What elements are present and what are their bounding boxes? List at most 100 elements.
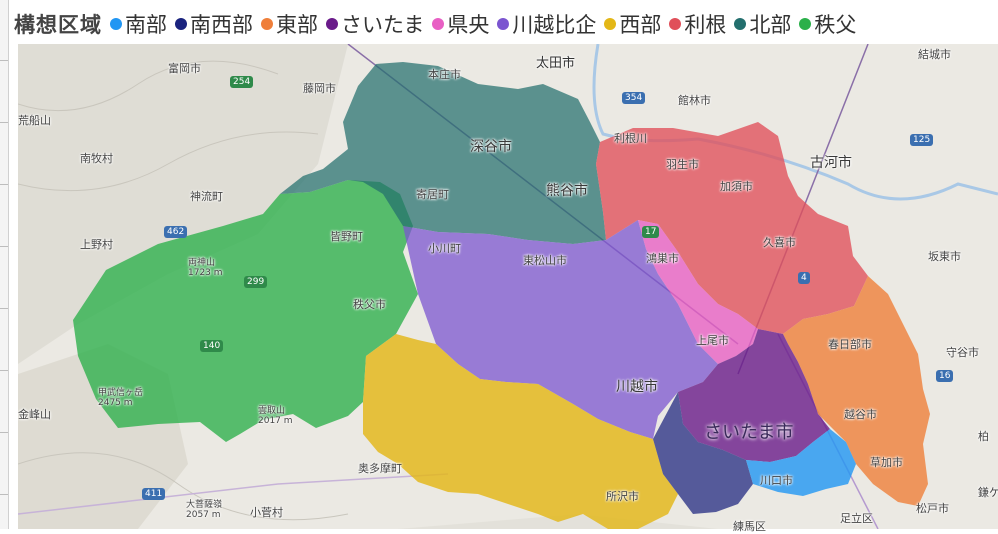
place-label: 古河市 xyxy=(810,155,852,171)
highway-line xyxy=(18,473,449,515)
place-label: 金峰山 xyxy=(18,408,51,421)
place-label: 大菩薩嶺 2057 m xyxy=(186,500,223,520)
legend-dot-icon xyxy=(110,18,122,30)
route-shield-icon: 462 xyxy=(164,226,188,238)
place-label: 川口市 xyxy=(760,474,793,487)
place-label: さいたま市 xyxy=(704,422,794,443)
legend-dot-icon xyxy=(175,18,187,30)
legend-label: 利根 xyxy=(684,13,727,37)
place-label: 寄居町 xyxy=(416,188,449,201)
region-hokubu[interactable] xyxy=(280,62,606,244)
legend-label: 秩父 xyxy=(814,13,857,37)
legend-dot-icon xyxy=(497,18,510,30)
legend-label: 県央 xyxy=(447,13,490,37)
place-label: 坂東市 xyxy=(928,250,961,263)
place-label: 上尾市 xyxy=(696,334,729,347)
terrain-contour xyxy=(18,60,279,112)
place-label: 羽生市 xyxy=(666,158,699,171)
place-label: 東松山市 xyxy=(523,254,567,267)
place-label: 小川町 xyxy=(428,242,461,255)
place-label: 藤岡市 xyxy=(303,82,336,95)
place-label: 奥多摩町 xyxy=(358,462,402,475)
legend-item-hokubu[interactable]: 北部 xyxy=(734,9,791,39)
route-shield-icon: 140 xyxy=(200,340,224,352)
place-label: 秩父市 xyxy=(353,298,386,311)
place-label: 皆野町 xyxy=(330,230,363,243)
map-legend: 構想区域 南部 南西部 東部 さいたま 県央 川越比企 西部 利根 北部 秩父 xyxy=(14,6,864,42)
region-nanbu[interactable] xyxy=(746,429,856,496)
legend-item-kenou[interactable]: 県央 xyxy=(432,9,489,39)
route-shield-icon: 411 xyxy=(142,488,166,500)
legend-item-saitama[interactable]: さいたま xyxy=(326,9,424,39)
route-shield-icon: 354 xyxy=(622,92,646,104)
place-label: 練馬区 xyxy=(733,520,766,533)
left-edge-strip xyxy=(0,0,9,529)
terrain-contour xyxy=(18,452,349,521)
legend-item-kawagoe-hiki[interactable]: 川越比企 xyxy=(497,9,596,39)
route-shield-icon: 299 xyxy=(244,276,268,288)
place-label: 両神山 1723 m xyxy=(188,258,223,278)
route-shield-icon: 4 xyxy=(798,272,810,284)
legend-item-tobu[interactable]: 東部 xyxy=(261,9,318,39)
place-label: 神流町 xyxy=(190,190,223,203)
legend-label: 川越比企 xyxy=(512,13,597,37)
legend-label: 北部 xyxy=(749,13,792,37)
legend-label: 南部 xyxy=(125,13,167,37)
terrain-contour xyxy=(18,131,319,192)
place-label: 小菅村 xyxy=(250,506,283,519)
place-label: 利根川 xyxy=(614,132,647,145)
legend-item-nanbu[interactable]: 南部 xyxy=(110,9,167,39)
map-canvas[interactable]: 富岡市 藤岡市 本庄市 太田市 館林市 結城市 荒船山 南牧村 神流町 深谷市 … xyxy=(18,44,998,533)
place-label: 守谷市 xyxy=(946,346,979,359)
place-label: 加須市 xyxy=(720,180,753,193)
place-label: 館林市 xyxy=(678,94,711,107)
place-label: 足立区 xyxy=(840,512,873,525)
place-label: 太田市 xyxy=(536,56,576,71)
region-seibu[interactable] xyxy=(363,334,678,529)
place-label: 草加市 xyxy=(870,456,903,469)
legend-dot-icon xyxy=(604,18,617,30)
route-shield-icon: 16 xyxy=(936,370,954,382)
place-label: 雲取山 2017 m xyxy=(258,406,293,426)
place-label: 本庄市 xyxy=(428,68,461,81)
legend-dot-icon xyxy=(669,18,682,30)
place-label: 松戸市 xyxy=(916,502,949,515)
route-shield-icon: 17 xyxy=(642,226,660,238)
legend-label: 南西部 xyxy=(190,13,253,37)
place-label: 越谷市 xyxy=(844,408,877,421)
route-shield-icon: 125 xyxy=(910,134,934,146)
place-label: 久喜市 xyxy=(763,236,796,249)
legend-item-nanseibu[interactable]: 南西部 xyxy=(175,9,253,39)
region-saitama[interactable] xyxy=(678,329,830,462)
route-shield-icon: 254 xyxy=(230,76,254,88)
place-label: 上野村 xyxy=(80,238,113,251)
legend-dot-icon xyxy=(799,18,812,30)
legend-item-seibu[interactable]: 西部 xyxy=(604,9,661,39)
place-label: 富岡市 xyxy=(168,62,201,75)
place-label: 甲武信ヶ岳 2475 m xyxy=(98,388,144,408)
place-label: 鎌ケ xyxy=(978,486,998,499)
legend-title: 構想区域 xyxy=(14,13,102,37)
place-label: 深谷市 xyxy=(470,139,512,155)
region-kenou[interactable] xyxy=(638,220,758,364)
legend-dot-icon xyxy=(432,18,445,30)
place-label: 柏 xyxy=(978,430,989,443)
legend-dot-icon xyxy=(734,18,747,30)
regions-layer[interactable] xyxy=(73,62,930,529)
legend-dot-icon xyxy=(326,18,338,30)
legend-label: さいたま xyxy=(341,13,425,37)
map-svg[interactable] xyxy=(18,44,998,529)
legend-dot-icon xyxy=(261,18,273,30)
legend-label: 西部 xyxy=(619,13,662,37)
legend-item-chichibu[interactable]: 秩父 xyxy=(799,9,856,39)
place-label: 荒船山 xyxy=(18,114,51,127)
place-label: 川越市 xyxy=(616,379,658,395)
place-label: 春日部市 xyxy=(828,338,872,351)
place-label: 鴻巣市 xyxy=(646,252,679,265)
region-tobu[interactable] xyxy=(783,276,930,506)
region-nanseibu[interactable] xyxy=(653,392,753,514)
place-label: 結城市 xyxy=(918,48,951,61)
legend-item-tone[interactable]: 利根 xyxy=(669,9,726,39)
region-kawagoe-hiki[interactable] xyxy=(403,220,718,439)
region-chichibu[interactable] xyxy=(73,180,418,442)
